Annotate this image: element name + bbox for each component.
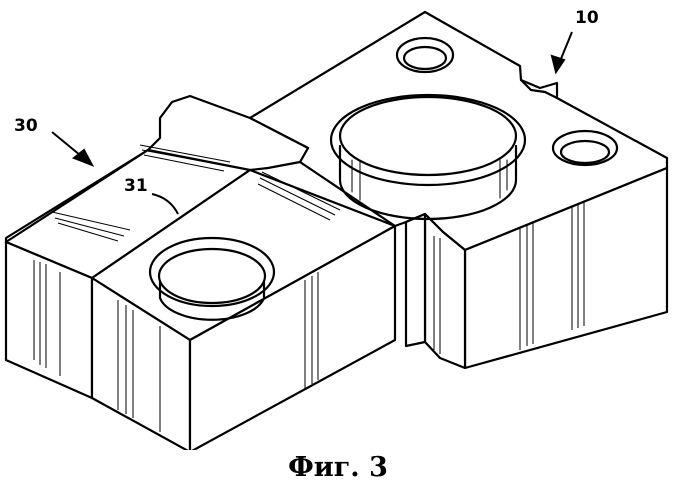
label-part-30: 30: [14, 118, 38, 135]
small-bore-top: [397, 38, 453, 72]
label-part-31: 31: [124, 178, 148, 195]
small-bore-right: [553, 131, 617, 165]
label-part-10: 10: [575, 10, 599, 27]
part-10-step-face-left: [406, 214, 425, 346]
figure-caption: Фиг. 3: [0, 452, 676, 483]
isometric-block-drawing: [0, 0, 676, 450]
